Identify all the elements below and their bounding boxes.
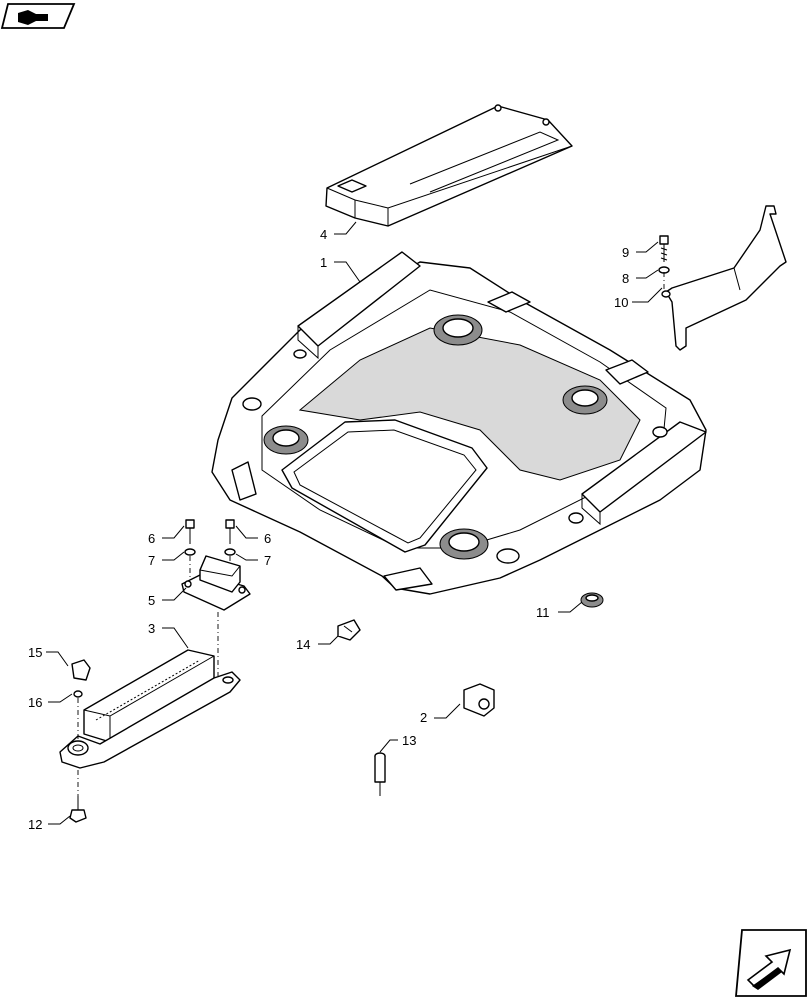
washer-part-16: [73, 690, 83, 698]
callout-10: 10: [614, 295, 628, 310]
callout-14: 14: [296, 637, 310, 652]
vent-2: [562, 385, 608, 415]
grommet-part-11: [580, 592, 604, 608]
knob-part-12: [69, 796, 87, 823]
tray-part-3: [59, 649, 241, 769]
bolt-part-6-left: [185, 519, 195, 544]
next-page-arrow-icon[interactable]: [735, 929, 807, 997]
callout-1: 1: [320, 255, 327, 270]
callout-6-right: 6: [264, 531, 271, 546]
bracket-part-10: [661, 205, 787, 351]
callout-11: 11: [536, 605, 550, 620]
vent-3: [263, 425, 309, 455]
cover-panel-part-4: [325, 104, 573, 227]
callout-labels: 1 2 3 4 5 6 6 7 7 8 9 10 11 12 13 14 15 …: [28, 227, 629, 832]
callout-5: 5: [148, 593, 155, 608]
cab-floor-part-1: [211, 251, 707, 595]
callout-8: 8: [622, 271, 629, 286]
callout-16: 16: [28, 695, 42, 710]
vent-1: [433, 314, 483, 346]
bolt-part-9: [659, 235, 669, 262]
callout-15: 15: [28, 645, 42, 660]
mounting-plate-part-5: [181, 555, 251, 611]
callout-7-left: 7: [148, 553, 155, 568]
callout-7-right: 7: [264, 553, 271, 568]
callout-12: 12: [28, 817, 42, 832]
callout-4: 4: [320, 227, 327, 242]
callout-2: 2: [420, 710, 427, 725]
clip-part-15: [71, 659, 91, 681]
washer-part-7-left: [184, 548, 196, 556]
callout-13: 13: [402, 733, 416, 748]
standoff-part-13: [374, 752, 386, 796]
bolt-part-6-right: [225, 519, 235, 544]
washer-part-7-right: [224, 548, 236, 556]
callout-leaders: [46, 221, 663, 825]
callout-9: 9: [622, 245, 629, 260]
vent-4: [439, 528, 489, 560]
mount-part-2: [463, 683, 495, 717]
manual-book-icon[interactable]: [0, 3, 76, 29]
callout-6-left: 6: [148, 531, 155, 546]
callout-3: 3: [148, 621, 155, 636]
clip-part-14: [337, 619, 361, 641]
